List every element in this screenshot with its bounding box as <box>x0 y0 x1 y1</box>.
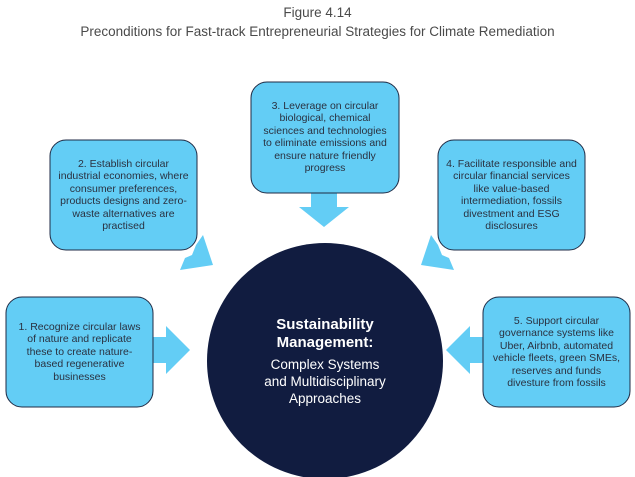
box-4-shape <box>437 139 586 251</box>
center-heading-line2: Management: <box>276 333 374 351</box>
box-2-shape <box>49 139 198 251</box>
box-2-text: 2. Establish circular industrial economi… <box>58 157 189 233</box>
figure-title: Preconditions for Fast-track Entrepreneu… <box>80 24 555 39</box>
center-subtitle-line1: Complex Systems <box>270 356 380 372</box>
box-1-shape <box>5 296 154 408</box>
center-circle <box>207 243 443 477</box>
arrow-left-from-box-5 <box>446 326 483 374</box>
box-3-shape <box>250 81 400 194</box>
box-5-text: 5. Support circular governance systems l… <box>492 314 621 390</box>
box-3-text: 3. Leverage on circular biological, chem… <box>263 99 387 175</box>
center-label: Sustainability Management: Complex Syste… <box>207 243 443 477</box>
center-subtitle-line3: Approaches <box>288 390 362 406</box>
center-heading-line1: Sustainability <box>276 315 374 333</box>
box-5-shape <box>482 296 631 408</box>
figure-number: Figure 4.14 <box>283 5 352 20</box>
arrow-down-from-box-3 <box>299 193 349 227</box>
center-subtitle-line2: and Multidisciplinary <box>264 373 386 389</box>
arrow-right-from-box-1 <box>153 326 190 374</box>
arrow-diag-from-box-4 <box>421 235 454 270</box>
box-4-text: 4. Facilitate responsible and circular f… <box>446 157 577 233</box>
box-1-text: 1. Recognize circular laws of nature and… <box>18 320 141 383</box>
arrow-diag-from-box-2 <box>180 235 213 270</box>
